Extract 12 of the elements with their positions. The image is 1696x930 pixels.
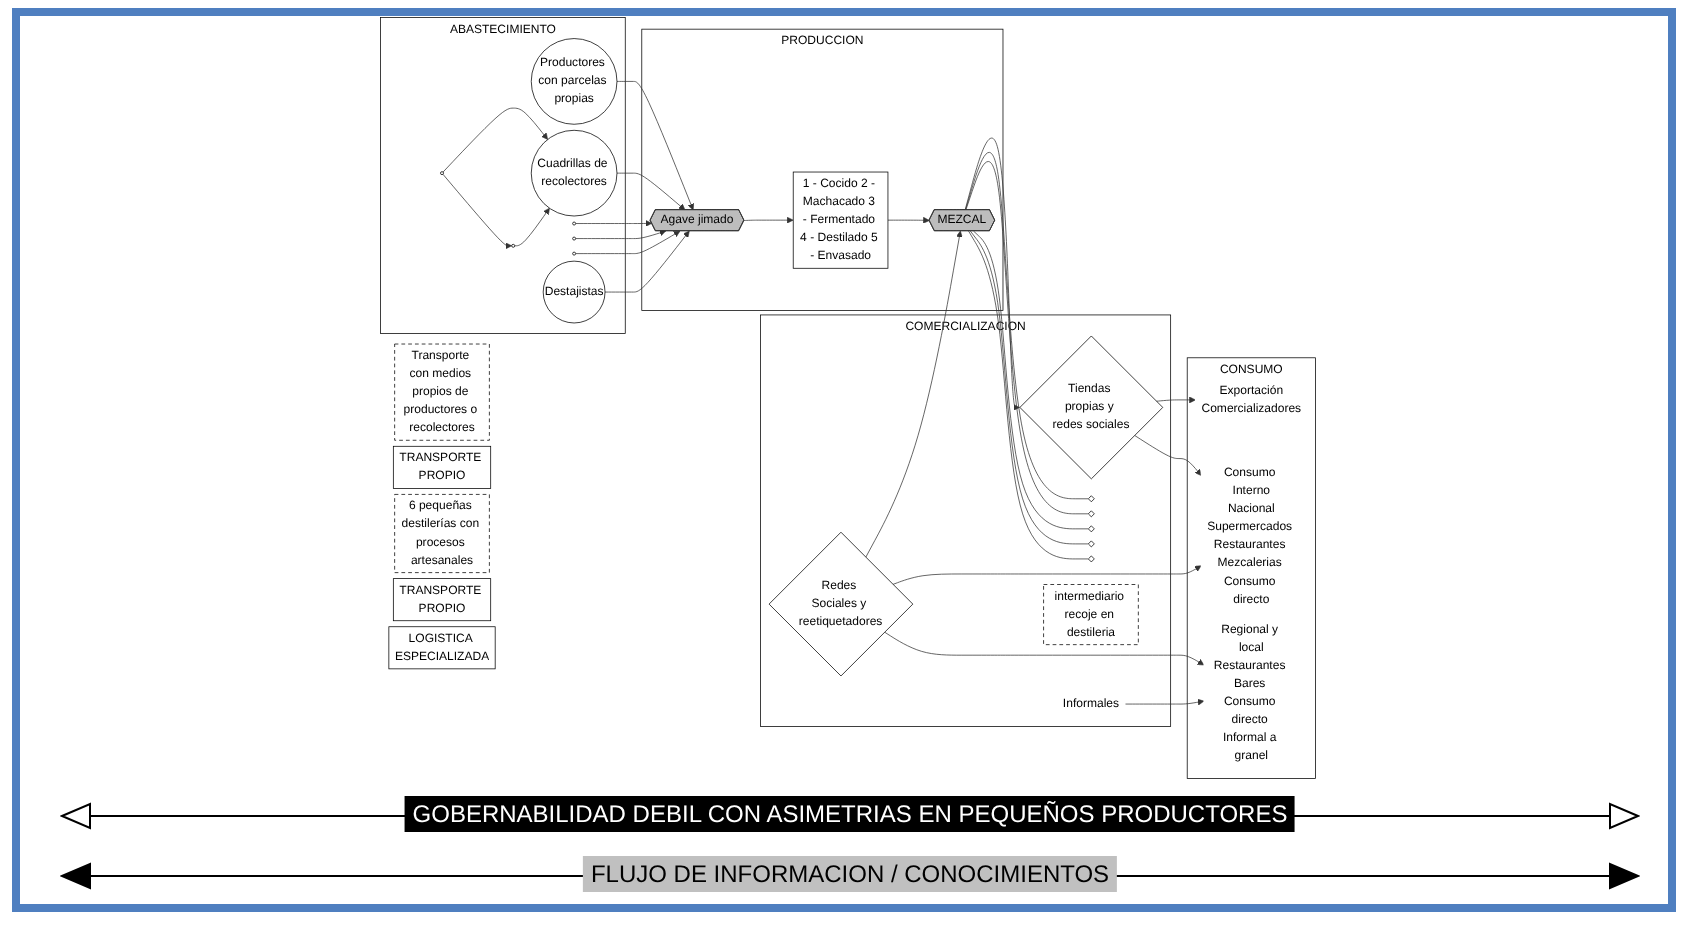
node-circle	[511, 243, 516, 248]
node-diamond	[1087, 540, 1095, 548]
node-diamond	[1087, 555, 1095, 563]
node-circle	[440, 171, 444, 176]
node-diamond	[1087, 495, 1095, 503]
banner-label: FLUJO DE INFORMACION / CONOCIMIENTOS	[582, 856, 1118, 892]
node-circle	[572, 251, 576, 256]
node-circle	[572, 221, 576, 226]
banner-label: GOBERNABILIDAD DEBIL CON ASIMETRIAS EN PEQUEÑOS PRODUCTORES	[404, 796, 1296, 832]
node-circle	[572, 236, 576, 241]
node-diamond	[1087, 510, 1095, 518]
node-diamond	[1087, 525, 1095, 533]
